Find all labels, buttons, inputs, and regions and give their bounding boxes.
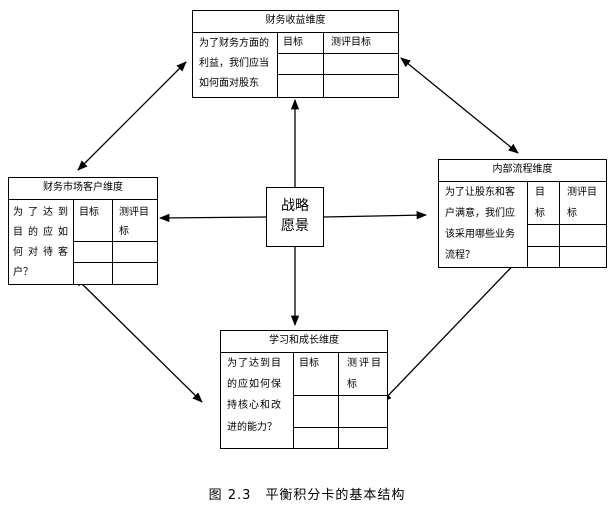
arrow-center-to-customer	[158, 213, 267, 223]
customer-goal-header: 目标	[79, 207, 99, 218]
learning-title: 学习和成长维度	[221, 331, 387, 353]
learning-goal-header: 目标	[299, 358, 319, 369]
learning-dimension-box: 学习和成长维度 为了达到目 的应如何保 持核心和改 进的能力？ 目标 测评目 标	[220, 330, 388, 449]
strategy-vision-box: 战略 愿景	[266, 187, 324, 247]
process-goal-header-line-2: 标	[535, 208, 545, 219]
process-eval-header-line-2: 标	[567, 208, 577, 219]
customer-question-line-1: 为了达到	[13, 207, 73, 218]
strategy-vision-line-2: 愿景	[281, 218, 309, 234]
financial-title: 财务收益维度	[193, 11, 398, 33]
learning-question-line-1: 为了达到目	[227, 358, 282, 369]
learning-eval-header-line-2: 标	[347, 379, 357, 390]
customer-question-line-4: 户？	[13, 267, 33, 278]
customer-eval-header-line-2: 标	[119, 226, 129, 237]
learning-question-line-4: 进的能力？	[227, 422, 277, 433]
process-goal-header-line-1: 目	[535, 187, 545, 198]
process-dimension-box: 内部流程维度 为了让股东和客 户满意，我们应 该采用哪些业务 流程？ 目 标 测…	[438, 159, 607, 268]
figure-caption: 图 2.3 平衡积分卡的基本结构	[208, 488, 406, 503]
financial-question-line-3: 如何面对股东	[199, 78, 259, 89]
process-question-line-3: 该采用哪些业务	[445, 229, 515, 240]
process-eval-header-line-1: 测评目	[567, 187, 597, 198]
arrow-customer-financial	[77, 61, 187, 171]
process-question-line-2: 户满意，我们应	[445, 208, 515, 219]
arrow-center-to-process	[323, 211, 428, 220]
financial-dimension-box: 财务收益维度 为了财务方面的 利益，我们应当 如何面对股东 目标 测评目标	[192, 10, 399, 98]
process-question-line-4: 流程？	[445, 250, 475, 261]
customer-title: 财务市场客户维度	[9, 178, 157, 200]
process-title: 内部流程维度	[439, 160, 606, 182]
financial-eval-header: 测评目标	[331, 37, 371, 48]
customer-dimension-box: 财务市场客户维度 为了达到 目的应如 何对待客 户？ 目标 测评目 标	[8, 177, 158, 285]
learning-eval-header-line-1: 测评目	[347, 358, 383, 369]
financial-question-line-2: 利益，我们应当	[199, 58, 269, 69]
arrow-financial-process	[400, 57, 519, 154]
process-question-line-1: 为了让股东和客	[445, 187, 515, 198]
learning-question-line-3: 持核心和改	[227, 400, 282, 411]
learning-question-line-2: 的应如何保	[227, 379, 282, 390]
customer-eval-header-line-1: 测评目	[119, 207, 149, 218]
arrow-customer-learning	[74, 276, 203, 403]
financial-goal-header: 目标	[283, 37, 303, 48]
customer-question-line-3: 何对待客	[13, 247, 73, 258]
customer-question-line-2: 目的应如	[13, 227, 73, 238]
arrow-learning-process	[381, 251, 527, 403]
strategy-vision-line-1: 战略	[281, 198, 309, 214]
financial-question-line-1: 为了财务方面的	[199, 38, 269, 49]
